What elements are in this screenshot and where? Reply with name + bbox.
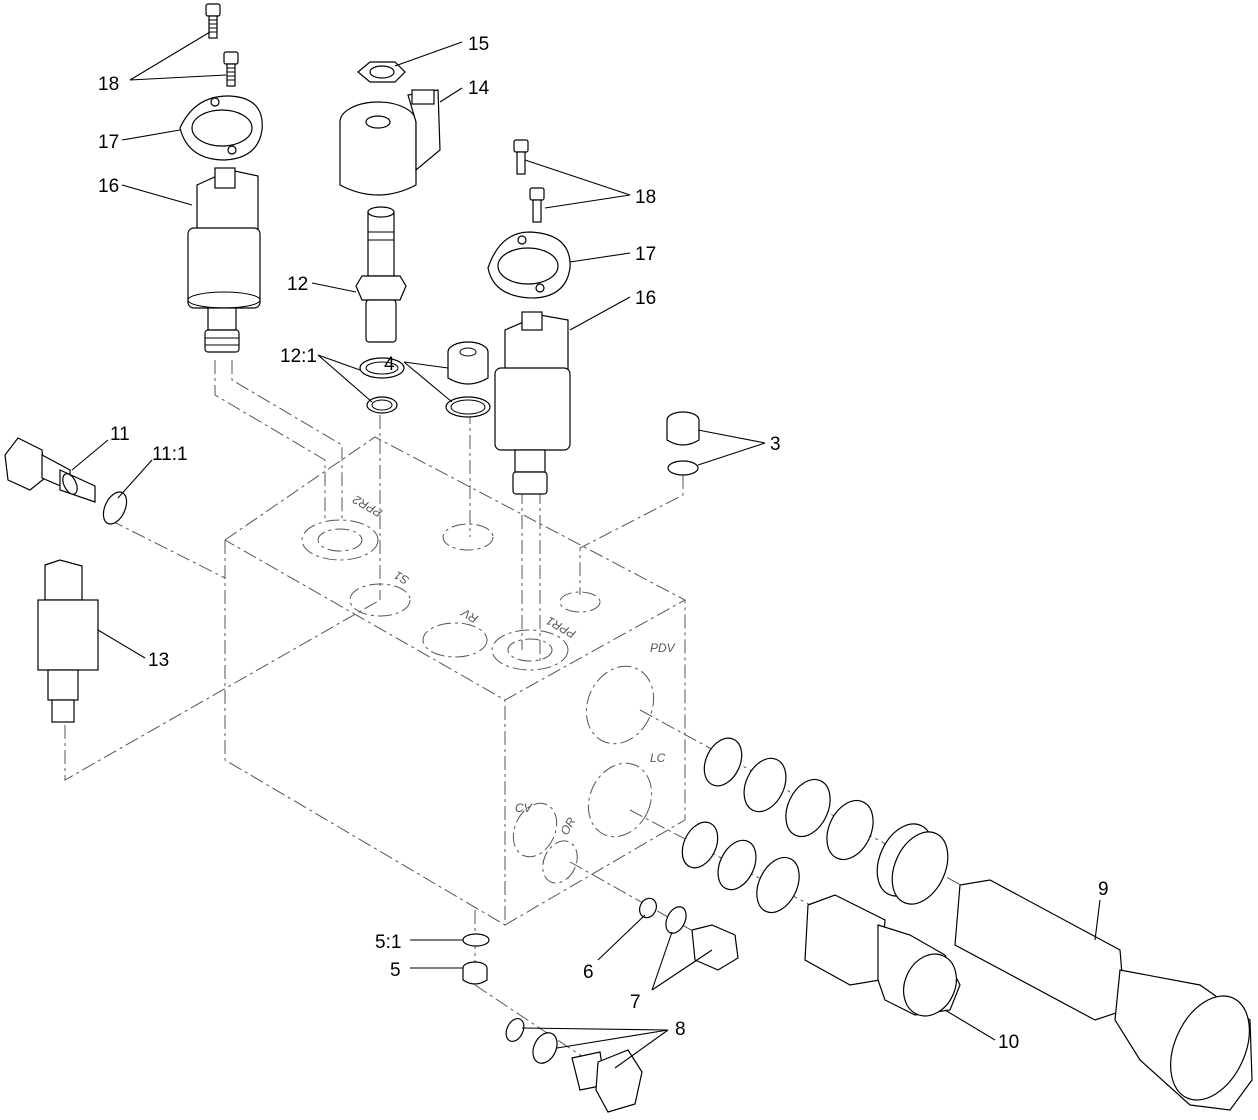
callout-labels: 18 17 16 15 14 12 12:1 4 18 17 16 3 11 1…: [98, 34, 1109, 1053]
plug: [447, 341, 489, 385]
callout-8: 8: [675, 1019, 686, 1040]
port-label-ppr1: PPR1: [544, 614, 578, 642]
plug: [462, 961, 488, 985]
leader-lines: [71, 31, 1101, 1069]
orifice: [639, 897, 657, 919]
manifold-block: [224, 436, 687, 926]
mounting-flange: [487, 231, 571, 299]
o-ring-set: [703, 737, 949, 905]
callout-10: 10: [998, 1032, 1019, 1053]
o-ring: [505, 1018, 525, 1042]
callout-7: 7: [630, 992, 641, 1013]
hex-nut: [357, 61, 406, 83]
callout-17: 17: [98, 132, 119, 153]
plug: [691, 924, 739, 971]
valve-cartridge: [804, 894, 961, 1017]
callout-12-1: 12:1: [280, 346, 317, 367]
o-ring: [462, 933, 490, 947]
o-ring: [667, 460, 699, 476]
callout-12: 12: [287, 274, 308, 295]
callout-4: 4: [384, 354, 395, 375]
callout-15: 15: [468, 34, 489, 55]
check-valve: [37, 559, 99, 723]
port-label-cv: CV: [515, 801, 533, 815]
solenoid-coil: [339, 89, 441, 196]
callout-13: 13: [148, 650, 169, 671]
callout-3: 3: [770, 434, 781, 455]
port-label-s1: S1: [392, 568, 412, 587]
port-label-lc: LC: [650, 751, 666, 765]
cap-screw: [223, 51, 239, 87]
solenoid-valve: [494, 311, 571, 495]
callout-18: 18: [98, 74, 119, 95]
callout-14: 14: [468, 78, 490, 99]
callout-9: 9: [1098, 879, 1109, 900]
callout-17: 17: [635, 244, 656, 265]
o-ring: [665, 906, 687, 934]
valve-cartridge: [355, 206, 407, 343]
callout-5-1: 5:1: [375, 932, 401, 953]
cap-screw: [529, 187, 545, 223]
o-ring: [359, 357, 405, 379]
backup-ring: [366, 396, 398, 414]
callout-11-1: 11:1: [152, 444, 188, 465]
mounting-flange: [179, 95, 263, 161]
valve-cartridge: [954, 879, 1253, 1111]
callout-16: 16: [98, 176, 119, 197]
o-ring: [102, 491, 128, 525]
callout-11: 11: [110, 424, 130, 445]
port-label-or: OR: [557, 815, 578, 838]
port-label-pdv: PDV: [650, 641, 676, 655]
cap-screw: [513, 139, 529, 175]
cap-screw: [205, 3, 221, 39]
check-valve-plug: [571, 1049, 643, 1113]
o-ring-set: [681, 821, 800, 914]
port-label-ppr2: PPR2: [350, 492, 384, 520]
port-label-rv: RV: [458, 605, 480, 626]
solenoid-valve: [187, 167, 261, 353]
relief-valve: [4, 437, 96, 503]
callout-5: 5: [390, 960, 401, 981]
plug: [666, 411, 700, 446]
callout-6: 6: [583, 962, 594, 983]
callout-16: 16: [635, 288, 656, 309]
callout-18: 18: [635, 187, 656, 208]
o-ring: [532, 1032, 558, 1064]
o-ring: [445, 396, 491, 418]
